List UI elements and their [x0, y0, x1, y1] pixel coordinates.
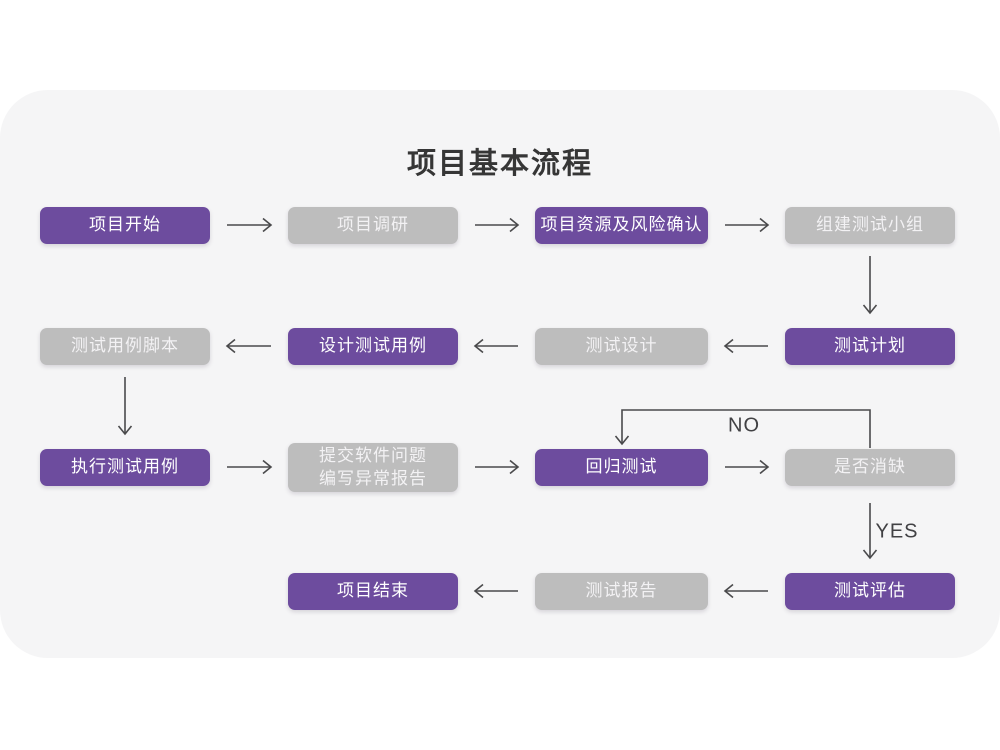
flow-node-evaluation: 测试评估: [785, 573, 955, 610]
flow-node-defect-cleared: 是否消缺: [785, 449, 955, 486]
flow-node-test-design: 测试设计: [535, 328, 708, 365]
flow-arrowhead: [723, 583, 734, 599]
flow-arrowhead: [262, 217, 273, 233]
flow-node-design-cases: 设计测试用例: [288, 328, 458, 365]
flow-arrowhead: [862, 304, 878, 315]
flowchart-card: [0, 90, 1000, 658]
flow-node-test-report: 测试报告: [535, 573, 708, 610]
flow-arrowhead: [509, 217, 520, 233]
flow-node-start: 项目开始: [40, 207, 210, 244]
flow-edge-defect-cleared-to-regression: [621, 409, 871, 448]
flow-node-case-scripts: 测试用例脚本: [40, 328, 210, 365]
edge-label-yes: YES: [875, 520, 919, 543]
flow-arrowhead: [473, 338, 484, 354]
flow-node-regression: 回归测试: [535, 449, 708, 486]
flow-node-end: 项目结束: [288, 573, 458, 610]
flow-node-execute-cases: 执行测试用例: [40, 449, 210, 486]
flow-arrowhead: [225, 338, 236, 354]
flow-arrowhead: [759, 217, 770, 233]
flow-node-build-team: 组建测试小组: [785, 207, 955, 244]
flow-arrowhead: [473, 583, 484, 599]
flow-node-research: 项目调研: [288, 207, 458, 244]
flow-arrowhead: [117, 425, 133, 436]
flow-arrowhead: [262, 459, 273, 475]
flow-arrowhead: [614, 435, 630, 446]
flow-arrowhead: [759, 459, 770, 475]
flow-node-test-plan: 测试计划: [785, 328, 955, 365]
flow-arrowhead: [723, 338, 734, 354]
edge-label-no: NO: [728, 414, 760, 437]
flow-arrowhead: [509, 459, 520, 475]
flow-node-resources-risk: 项目资源及风险确认: [535, 207, 708, 244]
diagram-title: 项目基本流程: [406, 148, 593, 180]
flow-node-submit-issues: 提交软件问题编写异常报告: [288, 443, 458, 492]
flow-arrowhead: [862, 549, 878, 560]
